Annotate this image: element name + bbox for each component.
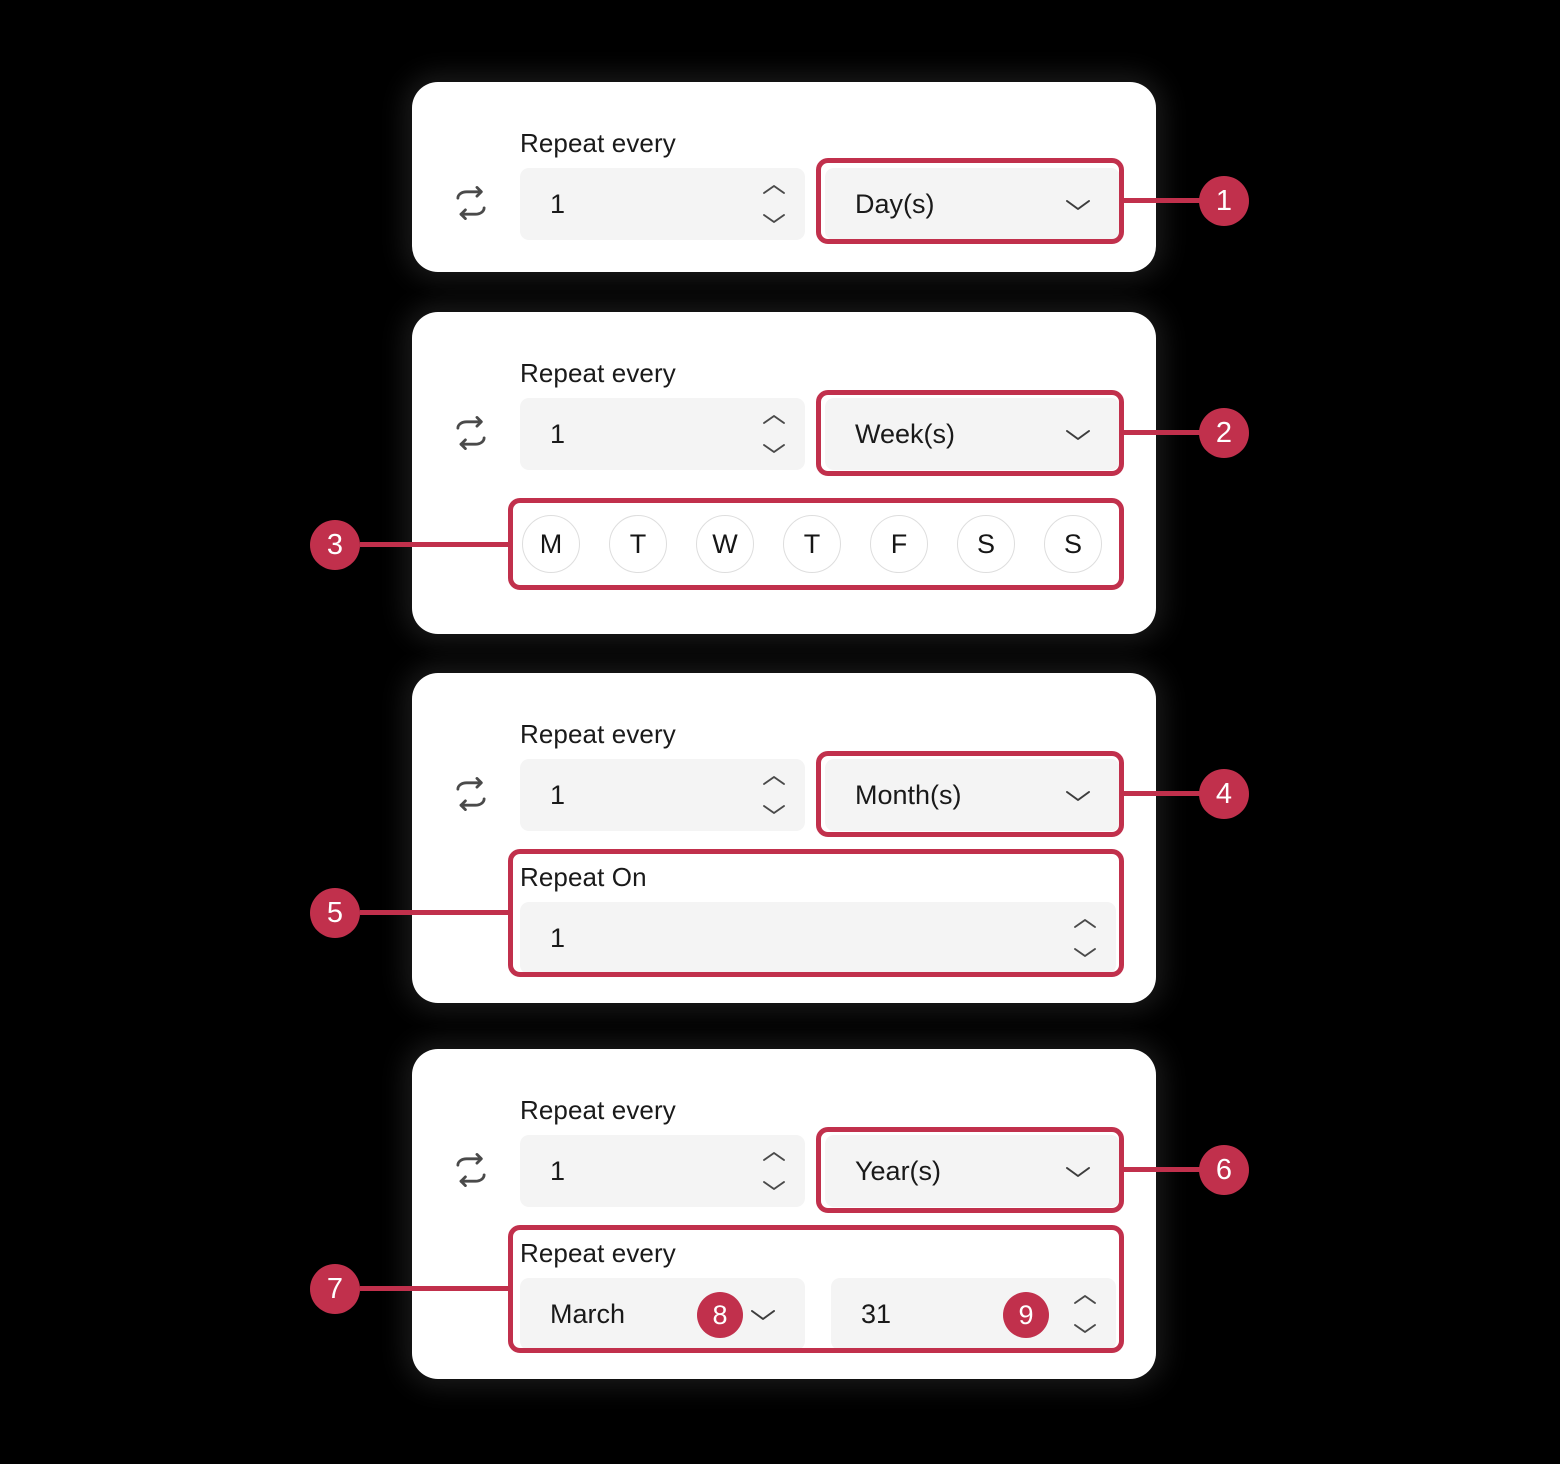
chevron-down-icon (763, 1181, 785, 1190)
chevron-down-icon[interactable] (1054, 196, 1102, 213)
chevron-up-icon (763, 776, 785, 785)
chevron-up-icon (1074, 1295, 1096, 1304)
month-dropdown[interactable]: March (520, 1278, 805, 1350)
stepper-arrows[interactable] (743, 398, 805, 470)
repeat-icon (450, 773, 492, 815)
interval-value: 1 (550, 188, 566, 219)
weekday-wednesday[interactable]: W (696, 515, 754, 573)
weekday-thursday[interactable]: T (783, 515, 841, 573)
callout-badge-6: 6 (1199, 1145, 1249, 1195)
callout-badge-8: 8 (697, 1292, 743, 1338)
chevron-down-icon (763, 444, 785, 453)
weekday-friday[interactable]: F (870, 515, 928, 573)
chevron-down-icon[interactable] (739, 1306, 787, 1323)
unit-dropdown[interactable]: Month(s) (825, 759, 1120, 831)
weekday-monday[interactable]: M (522, 515, 580, 573)
callout-connector-7 (360, 1286, 510, 1291)
chevron-up-icon (763, 185, 785, 194)
callout-connector-3 (360, 542, 510, 547)
repeat-on-stepper[interactable]: 1 (520, 902, 1116, 974)
chevron-down-icon[interactable] (1054, 1163, 1102, 1180)
interval-stepper[interactable]: 1 (520, 398, 805, 470)
chevron-down-icon (1074, 1324, 1096, 1333)
repeat-every-label: Repeat every (520, 719, 676, 749)
weekday-saturday[interactable]: S (957, 515, 1015, 573)
day-of-month-stepper[interactable]: 31 (831, 1278, 1116, 1350)
recurrence-card-weekly: Repeat every 1 Week(s) M T W T F (412, 312, 1156, 634)
recurrence-card-yearly: Repeat every 1 Year(s) Repeat every Marc… (412, 1049, 1156, 1379)
month-value: March (550, 1298, 626, 1329)
stepper-arrows[interactable] (743, 168, 805, 240)
callout-badge-3: 3 (310, 520, 360, 570)
callout-badge-4: 4 (1199, 769, 1249, 819)
callout-badge-5: 5 (310, 888, 360, 938)
repeat-icon (450, 412, 492, 454)
recurrence-card-daily: Repeat every 1 Day(s) (412, 82, 1156, 272)
repeat-on-value: 1 (550, 922, 566, 953)
chevron-up-icon (763, 1152, 785, 1161)
unit-dropdown[interactable]: Day(s) (825, 168, 1120, 240)
stepper-arrows[interactable] (1054, 1278, 1116, 1350)
stepper-arrows[interactable] (743, 759, 805, 831)
callout-connector-2 (1122, 430, 1230, 435)
callout-connector-1 (1122, 198, 1230, 203)
callout-connector-6 (1122, 1167, 1230, 1172)
unit-dropdown[interactable]: Week(s) (825, 398, 1120, 470)
chevron-up-icon (763, 415, 785, 424)
chevron-down-icon[interactable] (1054, 426, 1102, 443)
day-of-month-value: 31 (861, 1298, 892, 1329)
repeat-icon (450, 182, 492, 224)
interval-stepper[interactable]: 1 (520, 1135, 805, 1207)
weekday-tuesday[interactable]: T (609, 515, 667, 573)
unit-dropdown[interactable]: Year(s) (825, 1135, 1120, 1207)
repeat-icon (450, 1149, 492, 1191)
callout-badge-1: 1 (1199, 176, 1249, 226)
repeat-every-label: Repeat every (520, 128, 676, 158)
callout-badge-9: 9 (1003, 1292, 1049, 1338)
interval-value: 1 (550, 779, 566, 810)
repeat-every-label: Repeat every (520, 1095, 676, 1125)
unit-value: Month(s) (855, 779, 962, 810)
stepper-arrows[interactable] (743, 1135, 805, 1207)
chevron-down-icon (763, 805, 785, 814)
interval-value: 1 (550, 1155, 566, 1186)
stepper-arrows[interactable] (1054, 902, 1116, 974)
recurrence-card-monthly: Repeat every 1 Month(s) Repeat On 1 (412, 673, 1156, 1003)
sub-repeat-every-label: Repeat every (520, 1238, 676, 1268)
chevron-down-icon[interactable] (1054, 787, 1102, 804)
weekday-selector: M T W T F S S (522, 515, 1102, 573)
unit-value: Year(s) (855, 1155, 942, 1186)
unit-value: Day(s) (855, 188, 935, 219)
interval-stepper[interactable]: 1 (520, 168, 805, 240)
callout-badge-7: 7 (310, 1264, 360, 1314)
chevron-down-icon (763, 214, 785, 223)
weekday-sunday[interactable]: S (1044, 515, 1102, 573)
interval-stepper[interactable]: 1 (520, 759, 805, 831)
callout-connector-5 (360, 910, 510, 915)
unit-value: Week(s) (855, 418, 956, 449)
callout-badge-2: 2 (1199, 408, 1249, 458)
repeat-every-label: Repeat every (520, 358, 676, 388)
chevron-down-icon (1074, 948, 1096, 957)
repeat-on-label: Repeat On (520, 862, 647, 892)
chevron-up-icon (1074, 919, 1096, 928)
callout-connector-4 (1122, 791, 1230, 796)
interval-value: 1 (550, 418, 566, 449)
